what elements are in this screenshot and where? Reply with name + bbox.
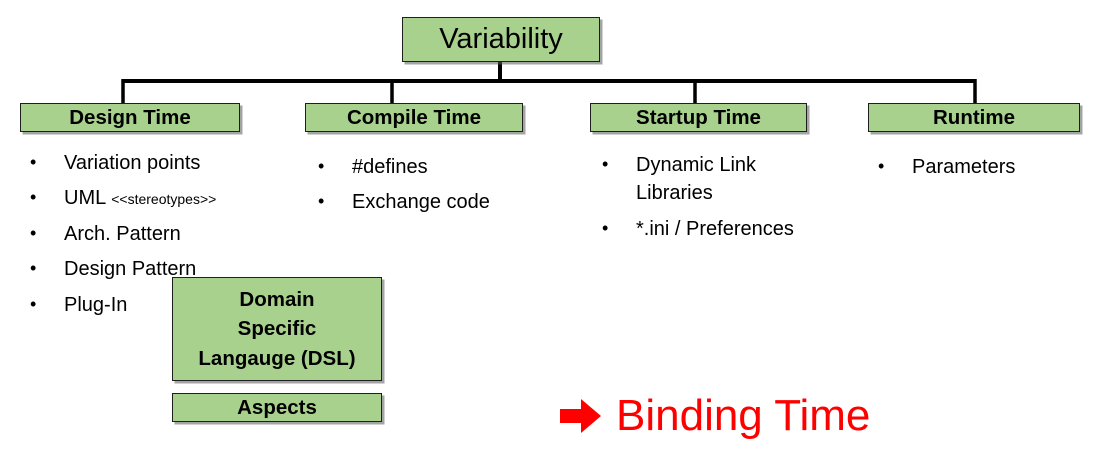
list-item: • Arch. Pattern xyxy=(30,220,270,248)
bullet-icon: • xyxy=(30,258,37,279)
list-item-text: Variation points xyxy=(64,152,201,174)
bullet-icon: • xyxy=(878,156,885,176)
list-item: • Plug-In xyxy=(30,291,270,319)
bullet-icon: • xyxy=(602,154,609,174)
runtime-list: • Parameters xyxy=(878,153,1103,188)
list-item: • Exchange code xyxy=(318,188,543,216)
node-design-time: Design Time xyxy=(20,103,240,132)
node-variability-label: Variability xyxy=(439,23,563,55)
node-aspects-label: Aspects xyxy=(237,395,317,419)
bullet-icon: • xyxy=(318,156,325,176)
list-item-text: Design Pattern xyxy=(64,258,197,281)
bullet-icon: • xyxy=(30,222,37,243)
node-compile-time: Compile Time xyxy=(305,103,523,132)
node-domain-specific-language: Domain Specific Langauge (DSL) xyxy=(172,277,382,381)
node-compile-time-label: Compile Time xyxy=(346,105,482,129)
list-item: • Design Pattern xyxy=(30,255,270,283)
list-item-text: Plug-In xyxy=(64,293,128,316)
right-arrow-icon xyxy=(560,399,601,434)
binding-time-callout: Binding Time xyxy=(560,391,871,440)
node-startup-time-label: Startup Time xyxy=(636,105,761,129)
list-item: • Parameters xyxy=(878,153,1103,181)
node-runtime: Runtime xyxy=(868,103,1080,132)
list-item-suffix-text: <<stereotypes>> xyxy=(111,191,217,208)
list-item-text: *.ini / Preferences xyxy=(636,217,794,240)
list-item: • Dynamic Link Libraries xyxy=(602,151,834,208)
startup-time-list: • Dynamic Link Libraries • *.ini / Prefe… xyxy=(602,151,834,250)
node-dsl-label: Domain Specific Langauge (DSL) xyxy=(198,288,356,370)
node-startup-time: Startup Time xyxy=(590,103,807,132)
list-item: • UML <<stereotypes>> xyxy=(30,184,270,212)
bullet-icon: • xyxy=(318,191,325,212)
list-item-text: #defines xyxy=(352,156,428,178)
list-item: • Variation points xyxy=(30,149,270,177)
bullet-icon: • xyxy=(30,152,37,172)
list-item-text: Exchange code xyxy=(352,191,490,214)
node-runtime-label: Runtime xyxy=(933,105,1015,129)
design-time-list: • Variation points • UML <<stereotypes>>… xyxy=(30,149,270,326)
node-variability: Variability xyxy=(402,17,600,62)
bullet-icon: • xyxy=(602,217,609,238)
list-item-text: UML xyxy=(64,187,107,210)
bullet-icon: • xyxy=(30,293,37,314)
compile-time-list: • #defines • Exchange code xyxy=(318,153,543,224)
bullet-icon: • xyxy=(30,187,37,208)
list-item: • *.ini / Preferences xyxy=(602,215,834,243)
list-item-text: Dynamic Link Libraries xyxy=(636,154,757,205)
node-design-time-label: Design Time xyxy=(69,105,191,129)
node-aspects: Aspects xyxy=(172,393,382,422)
list-item-text: Arch. Pattern xyxy=(64,222,181,245)
list-item: • #defines xyxy=(318,153,543,181)
binding-time-label: Binding Time xyxy=(616,391,871,440)
list-item-text: Parameters xyxy=(912,156,1016,178)
